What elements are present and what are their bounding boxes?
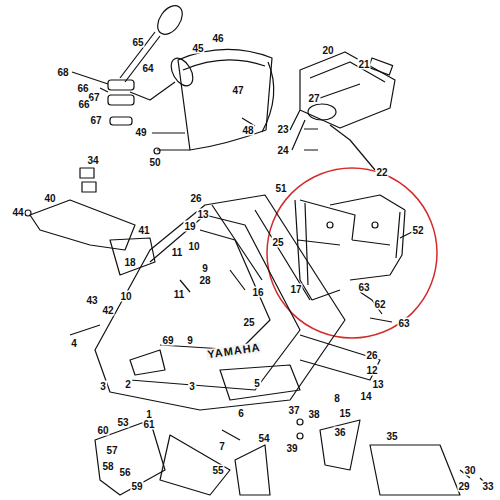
callout-number: 42 bbox=[101, 305, 114, 316]
callout-number: 39 bbox=[285, 443, 298, 454]
callout-number: 41 bbox=[137, 225, 150, 236]
callout-number: 26 bbox=[189, 193, 202, 204]
callout-number: 29 bbox=[457, 481, 470, 492]
callout-number: 9 bbox=[201, 263, 209, 274]
lower-cowls bbox=[95, 419, 488, 495]
callout-number: 51 bbox=[274, 183, 287, 194]
callout-number: 26 bbox=[365, 350, 378, 361]
callout-number: 68 bbox=[56, 67, 69, 78]
callout-number: 66 bbox=[77, 99, 90, 110]
callout-number: 53 bbox=[116, 417, 129, 428]
callout-number: 3 bbox=[188, 381, 196, 392]
callout-number: 18 bbox=[123, 257, 136, 268]
callout-number: 24 bbox=[276, 145, 289, 156]
callout-number: 27 bbox=[307, 93, 320, 104]
inner-panels bbox=[25, 168, 155, 275]
callout-number: 44 bbox=[11, 207, 24, 218]
callout-number: 49 bbox=[134, 127, 147, 138]
callout-number: 40 bbox=[43, 193, 56, 204]
callout-number: 13 bbox=[196, 209, 209, 220]
callout-number: 10 bbox=[187, 241, 200, 252]
callout-number: 67 bbox=[89, 115, 102, 126]
callout-number: 63 bbox=[357, 282, 370, 293]
callout-number: 65 bbox=[131, 37, 144, 48]
callout-number: 11 bbox=[173, 289, 186, 300]
callout-number: 45 bbox=[191, 43, 204, 54]
callout-number: 5 bbox=[253, 378, 261, 389]
callout-number: 62 bbox=[373, 299, 386, 310]
callout-number: 63 bbox=[397, 318, 410, 329]
callout-number: 3 bbox=[99, 381, 107, 392]
callout-number: 9 bbox=[186, 335, 194, 346]
callout-number: 13 bbox=[371, 379, 384, 390]
callout-number: 43 bbox=[85, 295, 98, 306]
callout-number: 15 bbox=[338, 408, 351, 419]
callout-number: 50 bbox=[148, 157, 161, 168]
callout-number: 22 bbox=[375, 167, 388, 178]
upper-fairing bbox=[70, 195, 380, 440]
callout-number: 8 bbox=[333, 393, 341, 404]
callout-number: 58 bbox=[101, 461, 114, 472]
callout-number: 59 bbox=[130, 481, 143, 492]
callout-number: 20 bbox=[321, 45, 334, 56]
callout-number: 64 bbox=[141, 63, 154, 74]
brand-text: YAMAHA bbox=[206, 342, 262, 361]
callout-number: 19 bbox=[183, 221, 196, 232]
callout-number: 4 bbox=[70, 338, 78, 349]
callout-number: 11 bbox=[171, 247, 184, 258]
callout-number: 2 bbox=[124, 379, 132, 390]
callout-number: 61 bbox=[142, 419, 155, 430]
fairing-stay bbox=[295, 195, 412, 322]
callout-number: 57 bbox=[105, 445, 118, 456]
callout-number: 21 bbox=[357, 59, 370, 70]
callout-number: 25 bbox=[242, 317, 255, 328]
callout-number: 30 bbox=[463, 465, 476, 476]
callout-number: 48 bbox=[241, 125, 254, 136]
callout-number: 56 bbox=[118, 467, 131, 478]
callout-number: 69 bbox=[161, 335, 174, 346]
callout-number: 28 bbox=[198, 275, 211, 286]
callout-number: 34 bbox=[86, 155, 99, 166]
windscreen bbox=[152, 49, 274, 154]
callout-number: 25 bbox=[271, 237, 284, 248]
callout-number: 14 bbox=[359, 391, 372, 402]
highlight-circle bbox=[267, 168, 437, 338]
callout-number: 36 bbox=[333, 427, 346, 438]
callout-number: 33 bbox=[481, 481, 494, 492]
callout-number: 37 bbox=[287, 405, 300, 416]
callout-number: 7 bbox=[218, 441, 226, 452]
callout-number: 38 bbox=[307, 409, 320, 420]
callout-number: 46 bbox=[211, 33, 224, 44]
callout-number: 12 bbox=[365, 365, 378, 376]
callout-number: 6 bbox=[237, 408, 245, 419]
callout-number: 17 bbox=[289, 284, 302, 295]
callout-number: 54 bbox=[257, 433, 270, 444]
callout-number: 16 bbox=[251, 287, 264, 298]
callout-number: 52 bbox=[411, 225, 424, 236]
callout-number: 23 bbox=[276, 124, 289, 135]
callout-number: 10 bbox=[119, 291, 132, 302]
callout-number: 60 bbox=[96, 425, 109, 436]
meter-bracket bbox=[290, 52, 395, 170]
callout-number: 47 bbox=[231, 85, 244, 96]
callout-number: 35 bbox=[385, 431, 398, 442]
callout-number: 55 bbox=[211, 465, 224, 476]
